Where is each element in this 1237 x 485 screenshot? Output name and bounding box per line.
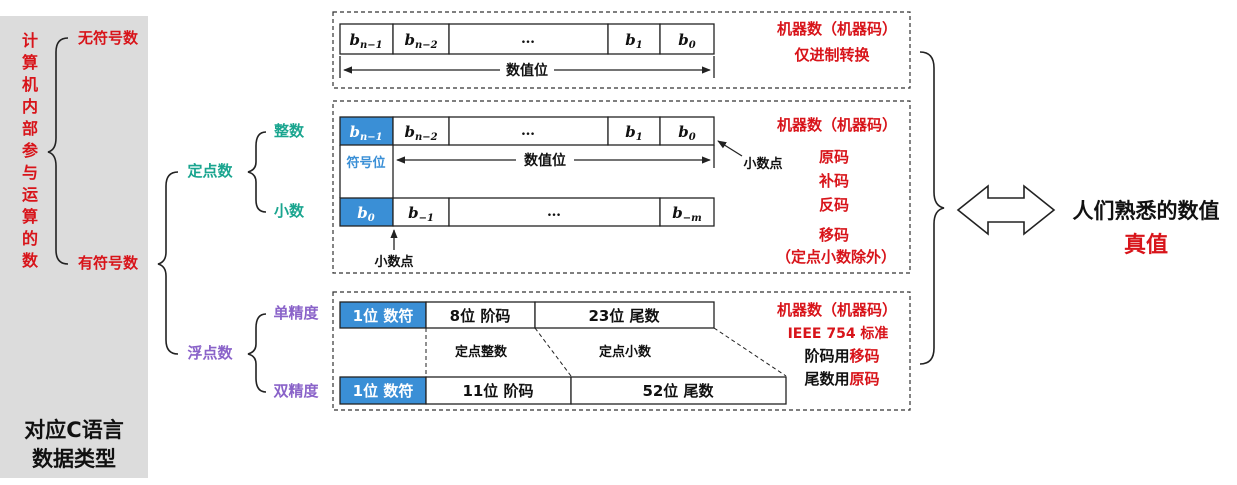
bit-cell <box>448 23 609 55</box>
dashed-connector <box>534 327 572 377</box>
fixed-point-dashed-box <box>332 100 911 274</box>
dashed-connector <box>713 327 787 377</box>
bit-label: b0 <box>678 123 696 143</box>
vertical-title: 计 算 机 内 部 参 与 运 算 的 数 <box>22 31 39 270</box>
label-fraction: 小数 <box>274 202 305 220</box>
sign-bit-cell <box>339 116 394 146</box>
exponent-field <box>425 301 536 329</box>
code-original: 原码 <box>819 148 849 166</box>
label-unsigned: 无符号数 <box>77 29 139 47</box>
double-arrow-icon <box>956 184 1056 236</box>
familiar-value-label: 人们熟悉的数值 <box>1073 199 1220 223</box>
single-precision-register: 1位 数符 8位 阶码 23位 尾数 <box>339 301 715 329</box>
bit-cell <box>448 116 609 146</box>
c-types-label-line2: 数据类型 <box>32 447 116 471</box>
bit-label: … <box>521 31 535 47</box>
unsigned-dashed-box <box>332 11 911 89</box>
float-note-title: 机器数（机器码） <box>777 301 897 319</box>
bit-label: b1 <box>625 31 642 51</box>
sign-bit-label: 符号位 <box>346 155 385 171</box>
bit-label: … <box>547 204 561 220</box>
bit-cell <box>448 197 661 227</box>
true-value-label: 真值 <box>1124 232 1168 258</box>
bit-label: bn−1 <box>349 123 382 143</box>
bit-label: bn−2 <box>404 123 437 143</box>
title-char: 参 <box>22 141 39 160</box>
title-char: 内 <box>22 97 38 116</box>
field-label: 52位 尾数 <box>642 382 714 400</box>
title-char: 计 <box>22 31 38 50</box>
sign-field <box>339 301 427 329</box>
brace-fixed <box>247 131 267 213</box>
brace-signed <box>157 171 179 355</box>
bit-label: bn−2 <box>404 31 437 51</box>
sign-field <box>339 376 427 405</box>
title-char: 部 <box>22 119 38 138</box>
label-single: 单精度 <box>273 304 319 322</box>
bit-label: b−m <box>672 204 701 224</box>
point-label: 小数点 <box>743 156 782 172</box>
field-label: 8位 阶码 <box>450 307 511 325</box>
frac-part-label: 定点小数 <box>598 344 652 360</box>
code-biased: 移码 <box>819 226 849 244</box>
frac-point-label: 小数点 <box>374 254 413 270</box>
float-dashed-box <box>332 291 911 411</box>
title-char: 运 <box>22 185 38 204</box>
field-label: 1位 数符 <box>353 382 414 400</box>
bit-label: b0 <box>678 31 696 51</box>
brace-right <box>919 51 945 365</box>
field-label: 1位 数符 <box>353 307 414 325</box>
ieee-standard: IEEE 754 标准 <box>788 325 889 342</box>
bit-cell <box>659 116 715 146</box>
point-arrow <box>717 140 743 157</box>
bit-cell <box>659 23 715 55</box>
code-ones-complement: 反码 <box>819 196 849 214</box>
label-fixed-point: 定点数 <box>187 162 233 180</box>
brace-main <box>47 37 69 265</box>
unsigned-note-sub: 仅进制转换 <box>793 46 870 64</box>
bit-cell <box>392 116 450 146</box>
double-precision-register: 1位 数符 11位 阶码 52位 尾数 <box>339 376 787 405</box>
c-types-label-line1: 对应C语言 <box>24 418 123 442</box>
field-label: 11位 阶码 <box>462 382 533 400</box>
exponent-field <box>425 376 572 405</box>
value-bits-label: 数值位 <box>524 152 566 169</box>
brace-float <box>247 313 267 393</box>
title-char: 的 <box>22 229 38 248</box>
left-panel <box>0 16 148 478</box>
title-char: 与 <box>22 163 38 182</box>
bit-label: … <box>521 123 535 139</box>
label-floating-point: 浮点数 <box>187 344 233 362</box>
title-char: 算 <box>22 207 38 226</box>
unsigned-register: bn−1 bn−2 … b1 b0 <box>339 23 715 55</box>
int-part-label: 定点整数 <box>454 344 508 360</box>
fraction-register: b0 b−1 … b−m <box>339 197 715 227</box>
bit-cell <box>659 197 715 227</box>
title-char: 数 <box>22 251 39 270</box>
bit-label: bn−1 <box>349 31 382 51</box>
bit-label: b0 <box>357 204 375 224</box>
mantissa-field <box>570 376 787 405</box>
title-char: 机 <box>22 75 38 94</box>
label-signed: 有符号数 <box>78 254 139 272</box>
mantissa-field <box>534 301 715 329</box>
unsigned-note-title: 机器数（机器码） <box>777 20 897 38</box>
integer-register: bn−1 bn−2 … b1 b0 <box>339 116 715 146</box>
title-char: 算 <box>22 53 38 72</box>
code-twos-complement: 补码 <box>818 172 849 190</box>
code-note: （定点小数除外） <box>776 248 896 266</box>
sign-bit-cell <box>339 197 394 227</box>
field-label: 23位 尾数 <box>588 307 660 325</box>
label-integer: 整数 <box>274 122 305 140</box>
mantissa-code-note: 尾数用原码 <box>804 370 879 388</box>
value-bits-label: 数值位 <box>506 62 548 79</box>
bit-label: b1 <box>625 123 642 143</box>
exponent-code-note: 阶码用移码 <box>804 347 879 365</box>
label-double: 双精度 <box>273 382 319 400</box>
fixed-note-title: 机器数（机器码） <box>777 116 897 134</box>
bit-label: b−1 <box>408 204 434 224</box>
